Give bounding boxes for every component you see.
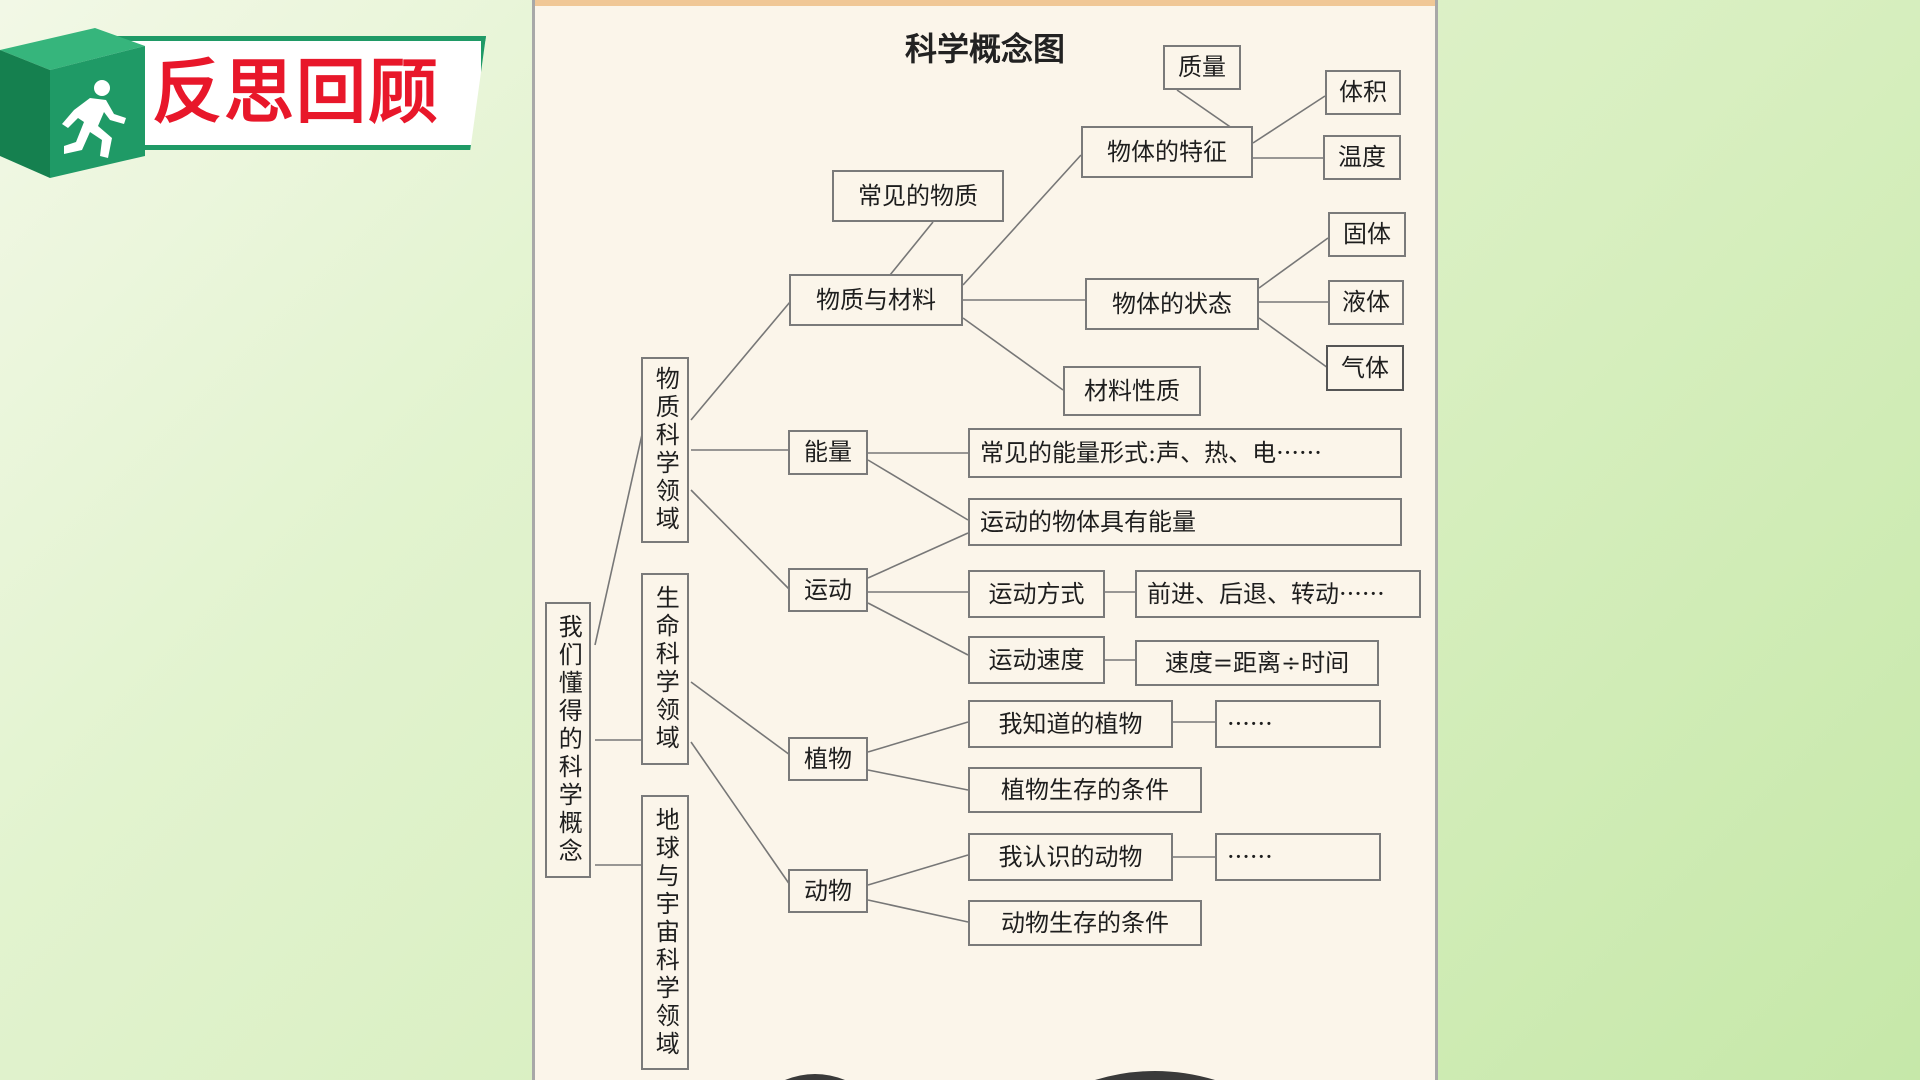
connector-lines: [594, 89, 1329, 923]
node-plant-conditions: 植物生存的条件: [968, 767, 1202, 813]
node-known-plants: 我知道的植物: [968, 700, 1173, 748]
node-volume: 体积: [1325, 70, 1401, 115]
section-banner: 反思回顾: [0, 28, 510, 178]
node-material-properties: 材料性质: [1063, 366, 1201, 416]
banner-cube: [0, 28, 145, 178]
paper-bottom-decoration: [785, 1071, 1215, 1080]
running-figure-icon: [62, 80, 126, 158]
node-moving-energy: 运动的物体具有能量: [968, 498, 1402, 546]
node-common-substance: 常见的物质: [832, 170, 1004, 222]
node-root: 我们懂得的科学概念: [545, 602, 591, 878]
node-domain-earth: 地球与宇宙科学领域: [641, 795, 689, 1070]
node-material: 物质与材料: [789, 274, 963, 326]
concept-map-paper: 科学概念图: [532, 0, 1438, 1080]
banner-title: 反思回顾: [152, 51, 440, 133]
node-domain-life: 生命科学领域: [641, 573, 689, 765]
node-animal: 动物: [788, 869, 868, 913]
node-mass: 质量: [1163, 45, 1241, 90]
node-known-animals: 我认识的动物: [968, 833, 1173, 881]
node-motion-ways: 运动方式: [968, 570, 1105, 618]
node-gas: 气体: [1326, 345, 1404, 391]
node-object-states: 物体的状态: [1085, 278, 1259, 330]
node-known-animals-more: ······: [1215, 833, 1381, 881]
node-animal-conditions: 动物生存的条件: [968, 900, 1202, 946]
node-energy: 能量: [788, 430, 868, 475]
node-motion: 运动: [788, 568, 868, 612]
node-liquid: 液体: [1328, 280, 1404, 325]
paper-top-edge: [535, 0, 1435, 6]
node-known-plants-more: ······: [1215, 700, 1381, 748]
node-plant: 植物: [788, 737, 868, 781]
diagram-title: 科学概念图: [904, 30, 1065, 68]
node-domain-matter: 物质科学领域: [641, 357, 689, 543]
banner-band: [92, 36, 486, 150]
node-energy-forms: 常见的能量形式:声、热、电······: [968, 428, 1402, 478]
node-object-features: 物体的特征: [1081, 126, 1253, 178]
node-speed-formula: 速度=距离÷时间: [1135, 640, 1379, 686]
node-motion-speed: 运动速度: [968, 636, 1105, 684]
node-motion-ways-detail: 前进、后退、转动······: [1135, 570, 1421, 618]
node-temperature: 温度: [1323, 135, 1401, 180]
node-solid: 固体: [1328, 212, 1406, 257]
